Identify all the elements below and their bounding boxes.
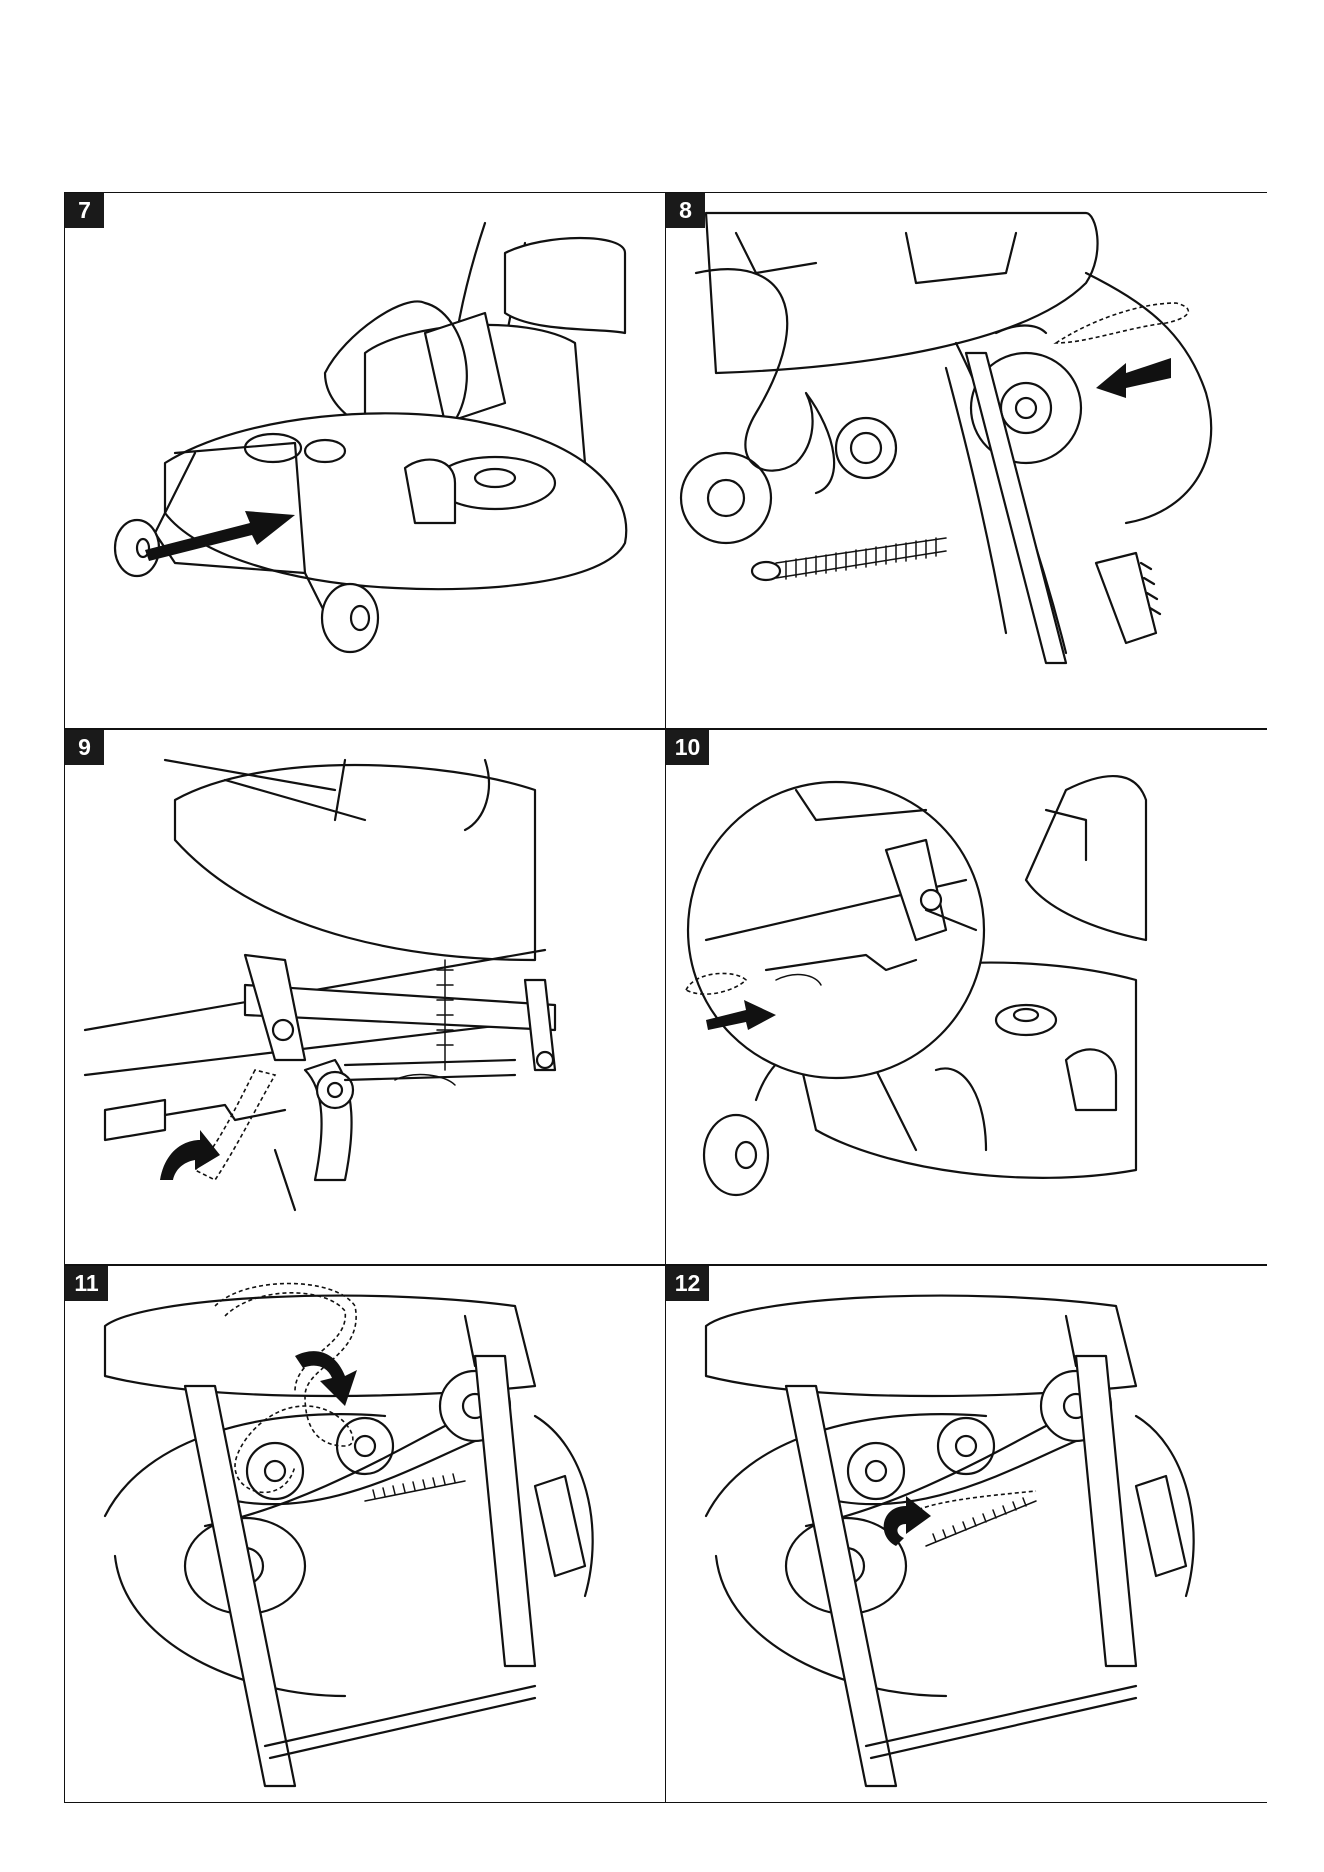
figure-grid: 7 8 — [64, 192, 1267, 1803]
panel-number-badge: 9 — [65, 730, 104, 765]
panel-number-badge: 12 — [666, 1266, 709, 1301]
figure-panel-8: 8 — [666, 193, 1267, 728]
figure-panel-10: 10 — [666, 730, 1267, 1264]
figure-panel-7: 7 — [65, 193, 665, 728]
panel-number-badge: 11 — [65, 1266, 108, 1301]
hook-deck-linkage-illustration — [666, 730, 1267, 1264]
panel-number-badge: 10 — [666, 730, 709, 765]
route-drive-belt-illustration — [65, 1266, 665, 1802]
panel-number-badge: 7 — [65, 193, 104, 228]
lift-arm-lever-illustration — [65, 730, 665, 1264]
remove-hairpin-clip-illustration — [666, 193, 1267, 728]
panel-number-badge: 8 — [666, 193, 705, 228]
mower-deck-push-under-illustration — [65, 193, 665, 728]
figure-panel-9: 9 — [65, 730, 665, 1264]
figure-panel-11: 11 — [65, 1266, 665, 1802]
figure-panel-12: 12 — [666, 1266, 1267, 1802]
attach-tension-spring-illustration — [666, 1266, 1267, 1802]
